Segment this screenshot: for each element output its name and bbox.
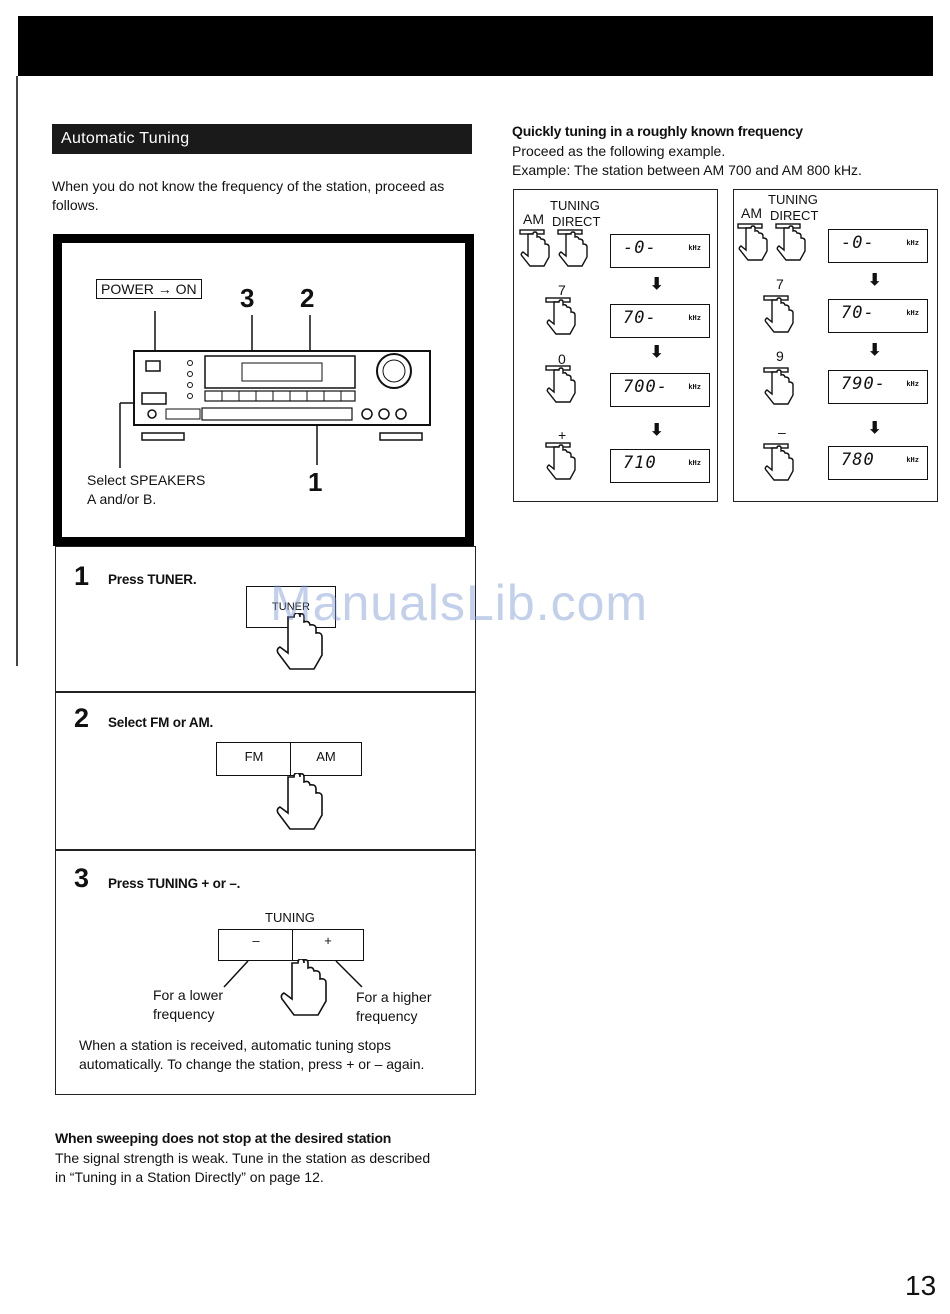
quick-line-2: Example: The station between AM 700 and … (512, 162, 862, 178)
tuning-label: TUNING (550, 198, 600, 213)
page-number: 13 (905, 1270, 937, 1301)
lower-frequency-label-1: For a lower (153, 987, 224, 1003)
speakers-label-2: A and/or B. (87, 491, 157, 507)
down-arrow-icon: ⬇ (650, 276, 664, 293)
key-label: 7 (776, 276, 784, 292)
section-intro: When you do not know the frequency of th… (52, 178, 445, 213)
lower-frequency-label-2: frequency (153, 1006, 215, 1022)
direct-label: DIRECT (770, 208, 819, 223)
sweep-note-line-1: The signal strength is weak. Tune in the… (55, 1150, 431, 1166)
watermark: ManualsLib.com (270, 575, 649, 631)
tuning-leader-lines (223, 960, 363, 988)
step-2: 2 Select FM or AM. FM AM (55, 692, 476, 850)
am-label: AM (741, 205, 762, 221)
down-arrow-icon: ⬇ (650, 344, 664, 361)
press-hand-icon (276, 613, 323, 670)
fm-button[interactable]: FM (216, 742, 292, 776)
press-hand-icon (276, 773, 323, 830)
sweep-note-line-2: in “Tuning in a Station Directly” on pag… (55, 1169, 324, 1185)
power-label: POWER → ON (96, 279, 202, 299)
lcd-display: 700-kHz (610, 373, 710, 407)
header-bar (18, 16, 933, 76)
key-label: 9 (776, 348, 784, 364)
quick-line-1: Proceed as the following example. (512, 143, 726, 159)
step-3-note-2: automatically. To change the station, pr… (79, 1056, 425, 1072)
press-hand-icons (737, 223, 806, 481)
am-button[interactable]: AM (290, 742, 362, 776)
step-1: 1 Press TUNER. TUNER (55, 546, 476, 692)
press-hand-icons (519, 229, 588, 480)
quick-heading: Quickly tuning in a roughly known freque… (512, 123, 803, 139)
key-label: 7 (558, 282, 566, 298)
lcd-display: -0-kHz (610, 234, 710, 268)
step-1-title: Press TUNER. (108, 572, 197, 587)
step-3-number: 3 (74, 863, 90, 893)
step-3-title: Press TUNING + or –. (108, 876, 241, 891)
lcd-display: -0-kHz (828, 229, 928, 263)
key-label: 0 (558, 351, 566, 367)
step-1-number: 1 (74, 561, 90, 591)
press-hand-icon (280, 959, 327, 1016)
callout-3: 3 (240, 283, 255, 313)
tuning-minus-button[interactable]: – (218, 929, 294, 961)
receiver-figure: POWER → ON 3 2 1 Select SPEAKERS A and/o… (53, 234, 474, 546)
lcd-display: 70-kHz (828, 299, 928, 333)
margin-rule (16, 76, 18, 666)
step-2-number: 2 (74, 703, 90, 733)
down-arrow-icon: ⬇ (868, 272, 882, 289)
down-arrow-icon: ⬇ (868, 420, 882, 437)
sweep-note-heading: When sweeping does not stop at the desir… (55, 1130, 392, 1146)
example-panel-b: TUNING AM DIRECT -0-kHz ⬇ 70-kHz ⬇ 790-k… (733, 189, 938, 502)
key-label: – (778, 424, 786, 440)
speakers-label-1: Select SPEAKERS (87, 472, 206, 488)
tuning-label: TUNING (768, 192, 818, 207)
step-2-title: Select FM or AM. (108, 715, 214, 730)
callout-2: 2 (300, 283, 315, 313)
tuning-group-label: TUNING (265, 910, 315, 925)
direct-label: DIRECT (552, 214, 601, 229)
down-arrow-icon: ⬇ (650, 422, 664, 439)
am-label: AM (523, 211, 544, 227)
higher-frequency-label-2: frequency (356, 1008, 418, 1024)
down-arrow-icon: ⬇ (868, 342, 882, 359)
tuning-plus-button[interactable]: + (292, 929, 364, 961)
step-3: 3 Press TUNING + or –. TUNING – + For a … (55, 850, 476, 1095)
lcd-display: 790-kHz (828, 370, 928, 404)
section-title: Automatic Tuning (52, 124, 472, 154)
lcd-display: 70-kHz (610, 304, 710, 338)
receiver-drawing (119, 311, 431, 468)
key-label: + (558, 427, 567, 443)
higher-frequency-label-1: For a higher (356, 989, 432, 1005)
example-panel-a: TUNING AM DIRECT -0-kHz ⬇ 70-kHz ⬇ 700-k… (513, 189, 718, 502)
callout-1: 1 (308, 467, 323, 497)
step-3-note-1: When a station is received, automatic tu… (79, 1037, 392, 1053)
